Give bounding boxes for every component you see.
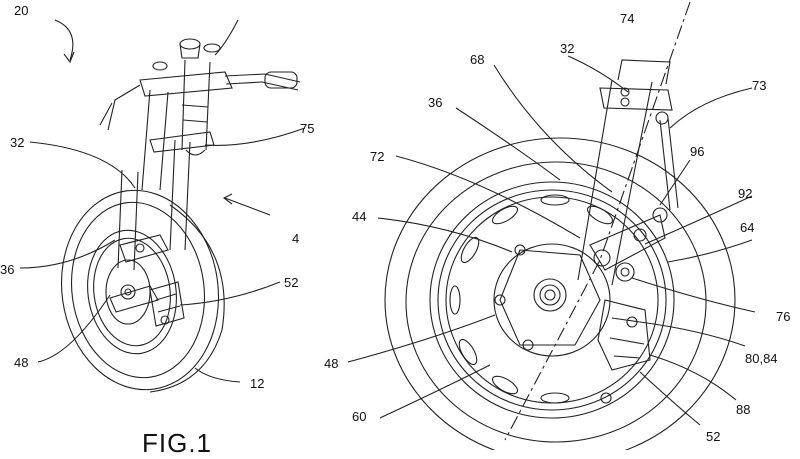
ref-label-48-left: 48 xyxy=(14,355,29,370)
ref-label-52-left: 52 xyxy=(284,275,299,290)
ref-label-36-right: 36 xyxy=(428,95,443,110)
ref-label-20: 20 xyxy=(14,3,29,18)
ref-label-32-left: 32 xyxy=(10,135,25,150)
ref-label-96: 96 xyxy=(690,144,705,159)
ref-label-75: 75 xyxy=(300,121,315,136)
left-front-assembly xyxy=(19,19,306,393)
ref-label-73: 73 xyxy=(752,78,767,93)
ref-label-88: 88 xyxy=(736,402,751,417)
ref-label-44: 44 xyxy=(352,209,367,224)
ref-label-68: 68 xyxy=(470,52,485,67)
ref-label-4: 4 xyxy=(292,231,300,246)
ref-label-76: 76 xyxy=(776,309,791,324)
ref-label-92: 92 xyxy=(738,186,753,201)
ref-label-36-left: 36 xyxy=(0,262,15,277)
ref-label-52-right: 52 xyxy=(706,429,721,444)
ref-label-80-84: 80,84 xyxy=(745,351,778,366)
right-wheel-assembly xyxy=(347,1,756,459)
ref-label-74: 74 xyxy=(620,11,635,26)
figure-caption: FIG.1 xyxy=(142,428,213,458)
ref-label-72: 72 xyxy=(370,149,385,164)
ref-label-64: 64 xyxy=(740,220,755,235)
ref-label-32-right: 32 xyxy=(560,41,575,56)
ref-label-48-right: 48 xyxy=(324,356,339,371)
ref-label-12: 12 xyxy=(250,376,265,391)
ref-label-60: 60 xyxy=(352,409,367,424)
